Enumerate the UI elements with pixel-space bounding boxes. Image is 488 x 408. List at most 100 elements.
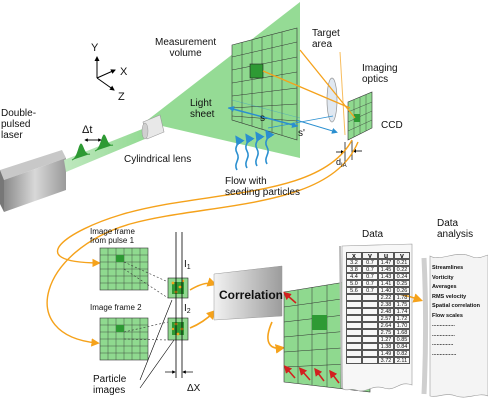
light-sheet-label: Light sheet (190, 98, 215, 120)
image-frame-1-label: Image frame from pulse 1 (90, 227, 135, 245)
data-table-cell (362, 350, 378, 357)
particle-images-label: Particle images (93, 374, 127, 396)
s-prime-label: s' (298, 128, 305, 139)
data-table-cell (346, 350, 362, 357)
data-table-header-cell: x (346, 252, 362, 259)
data-table-cell (346, 301, 362, 308)
analysis-item: ................ (432, 350, 457, 357)
data-table-cell: 2.57 (378, 315, 394, 322)
data-table-cell (362, 343, 378, 350)
data-table-cell: 0.7 (362, 259, 378, 266)
data-table-cell (362, 329, 378, 336)
data-table-cell: 1.75 (394, 301, 410, 308)
data-table-cell (362, 301, 378, 308)
data-table-cell (346, 322, 362, 329)
d-ia-base: d (336, 157, 342, 167)
data-table-cell: 1.72 (394, 315, 410, 322)
data-table-header-cell: v (394, 252, 410, 259)
data-table-cell: 1.40 (378, 287, 394, 294)
i2-label: I2 (184, 303, 191, 317)
data-table-cell: 1.27 (378, 336, 394, 343)
i1-label: I1 (184, 259, 191, 273)
data-table-cell: 2.48 (378, 308, 394, 315)
data-table-cell: 1.47 (378, 259, 394, 266)
data-table-header-cell: u (378, 252, 394, 259)
data-table-cell: 0.24 (394, 273, 410, 280)
analysis-item: RMS velocity (432, 293, 467, 300)
data-table-cell: 0.7 (362, 280, 378, 287)
axis-x-label: X (120, 66, 128, 78)
analysis-item: .............. (432, 341, 454, 347)
double-pulsed-laser (0, 150, 66, 212)
data-table-cell: 1.38 (378, 343, 394, 350)
pulse-1 (71, 143, 91, 161)
analysis-item: Flow scales (432, 312, 463, 319)
correlation-label: Correlation (219, 288, 284, 302)
analysis-item: Vorticity (432, 274, 454, 281)
data-table-cell (362, 336, 378, 343)
data-table-cell (362, 322, 378, 329)
data-table-cell: 1.43 (378, 273, 394, 280)
target-area-label: Target area (312, 28, 340, 50)
coordinate-axes (94, 56, 116, 91)
s-label: s (260, 113, 265, 124)
ccd-sensor (347, 91, 373, 141)
data-table-cell: 5.0 (346, 280, 362, 287)
data-table-cell (362, 308, 378, 315)
laser-beam (64, 126, 152, 172)
analysis-item: Averages (432, 284, 457, 290)
cylindrical-lens-label: Cylindrical lens (124, 154, 192, 165)
data-label: Data (362, 229, 384, 240)
imaging-optics-label: Imaging optics (362, 63, 398, 85)
delta-t-label: Δt (82, 124, 93, 136)
window-i2 (167, 317, 189, 341)
data-table-cell (346, 315, 362, 322)
target-area-grid (231, 27, 298, 141)
data-table-cell: 0.7 (362, 273, 378, 280)
data-table-cell: 1.49 (378, 350, 394, 357)
data-table-cell (362, 315, 378, 322)
measurement-volume-label: Measurement volume (155, 37, 217, 59)
axis-y-label: Y (91, 42, 99, 54)
data-table-cell: 0.85 (394, 336, 410, 343)
image-frame-2-label: Image frame 2 (90, 303, 142, 312)
data-table-cell (346, 357, 362, 364)
data-table-cell (362, 357, 378, 364)
data-analysis-label: Data analysis (437, 218, 474, 240)
data-table-cell: 4.4 (346, 273, 362, 280)
data-table-cell: 1.78 (394, 294, 410, 301)
data-table-cell: 2.38 (378, 301, 394, 308)
data-table-cell: 2.64 (378, 322, 394, 329)
pulse-2 (94, 134, 114, 152)
flow-arrows (235, 129, 275, 171)
analysis-item: ............... (432, 322, 455, 328)
double-pulsed-laser-label: Double- pulsed laser (1, 108, 37, 141)
data-table-cell (362, 294, 378, 301)
data-table-cell (346, 294, 362, 301)
data-table-cell: 1.74 (394, 308, 410, 315)
data-table-cell: 3.2 (346, 259, 362, 266)
data-table-cell: 1.68 (394, 329, 410, 336)
data-table-cell: 2.22 (378, 294, 394, 301)
data-table-cell: 0.7 (362, 266, 378, 273)
data-table-cell: 0.26 (394, 287, 410, 294)
analysis-item: ............... (432, 331, 455, 338)
data-table-cell: 0.21 (394, 259, 410, 266)
axis-z-label: Z (118, 91, 125, 103)
i1-base: I (184, 259, 187, 270)
